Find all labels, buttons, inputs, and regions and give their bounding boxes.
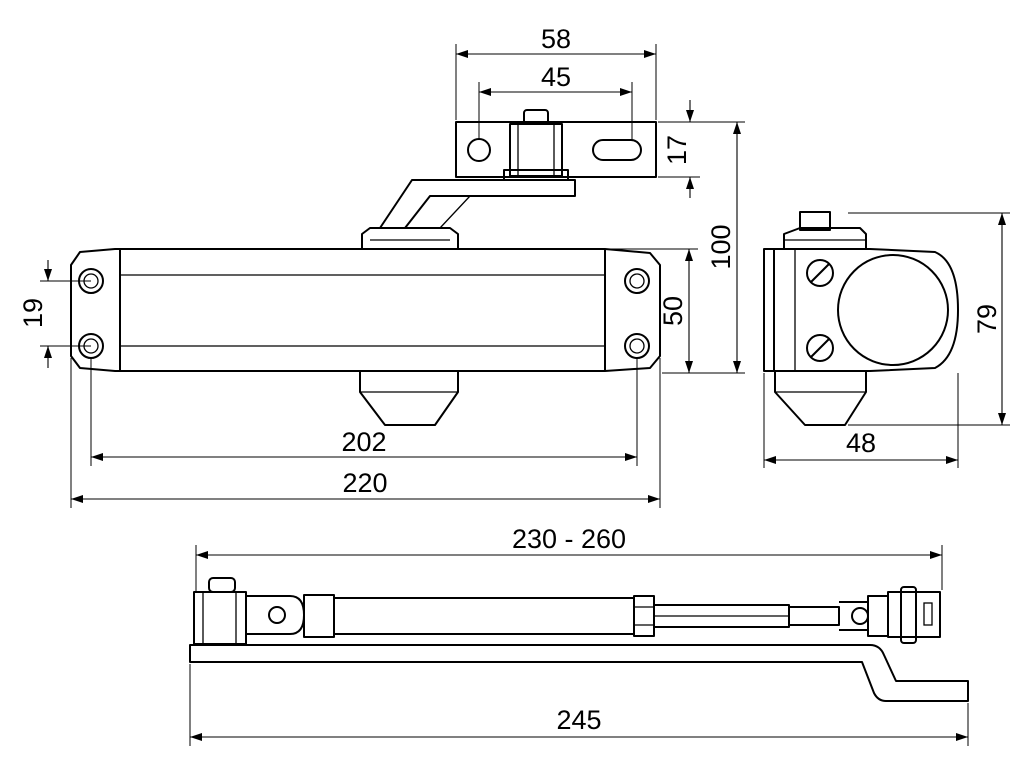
side-view <box>763 211 959 426</box>
arm-bracket <box>455 109 657 181</box>
screw-icon <box>806 259 834 362</box>
dim-label-17: 17 <box>662 135 692 165</box>
dim-label-230-260: 230 - 260 <box>512 524 626 554</box>
closer-body <box>70 248 661 372</box>
spindle <box>361 227 459 249</box>
dimension-lines <box>40 44 1010 746</box>
dim-label-45: 45 <box>541 62 571 92</box>
mounting-holes <box>78 268 650 359</box>
dim-label-245: 245 <box>556 705 601 735</box>
dim-label-79: 79 <box>972 304 1002 334</box>
dim-label-202: 202 <box>341 427 386 457</box>
dim-label-48: 48 <box>846 428 876 458</box>
dim-label-220: 220 <box>342 468 387 498</box>
dim-label-50: 50 <box>658 296 688 326</box>
dim-label-58: 58 <box>541 24 571 54</box>
dim-label-100: 100 <box>706 224 736 269</box>
front-view <box>70 109 661 426</box>
arm-assembly-view <box>189 577 969 702</box>
dim-label-19: 19 <box>18 298 48 328</box>
valve-cap <box>359 371 459 426</box>
arm <box>379 179 576 229</box>
dimension-labels: 58 45 17 100 50 19 202 220 48 79 230 - 2… <box>18 24 1002 735</box>
